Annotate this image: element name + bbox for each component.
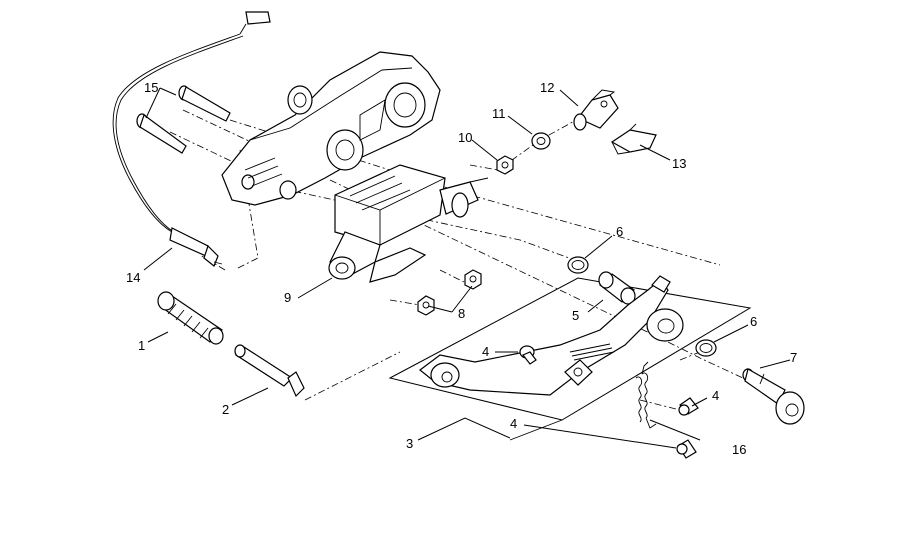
- callout-14: 14: [126, 270, 140, 285]
- callout-9: 9: [284, 290, 291, 305]
- callout-labels: 1 2 3 4 4 4 5 6 6 7 8 9 10 11 12 13 14 1…: [126, 80, 797, 457]
- nut-10: [496, 155, 514, 175]
- pivot-pin-7: [742, 368, 805, 425]
- master-cylinder: [328, 164, 489, 283]
- callout-6-lower: 6: [750, 314, 757, 329]
- nuts-8: [417, 269, 482, 316]
- return-spring-16: [635, 361, 657, 429]
- screw-4-bottom: [676, 439, 697, 459]
- screw-4-top: [519, 345, 537, 365]
- callout-7: 7: [790, 350, 797, 365]
- callout-5: 5: [572, 308, 579, 323]
- callout-8: 8: [458, 306, 465, 321]
- callout-4-right: 4: [712, 388, 719, 403]
- callout-4-top: 4: [482, 344, 489, 359]
- o-ring-6-lower: [695, 339, 717, 357]
- clevis-fork-12: [573, 89, 619, 131]
- footpeg-pin-2: [234, 344, 305, 398]
- footrest-bracket: [221, 51, 441, 206]
- footpeg-rubber-1: [157, 291, 224, 345]
- callout-10: 10: [458, 130, 472, 145]
- callout-13: 13: [672, 156, 686, 171]
- callout-4-bottom: 4: [510, 416, 517, 431]
- callout-15: 15: [144, 80, 158, 95]
- mounting-bolts: [136, 85, 231, 154]
- callout-12: 12: [540, 80, 554, 95]
- clip-13: [610, 123, 657, 155]
- callout-16: 16: [732, 442, 746, 457]
- callout-11: 11: [492, 106, 506, 121]
- callout-3: 3: [406, 436, 413, 451]
- o-ring-6-upper: [567, 256, 589, 274]
- brake-pedal-3: [419, 275, 684, 396]
- callout-6-upper: 6: [616, 224, 623, 239]
- bushing-5: [598, 271, 636, 305]
- washer-11: [531, 132, 551, 150]
- callout-1: 1: [138, 338, 145, 353]
- callout-2: 2: [222, 402, 229, 417]
- brake-switch-cable: [112, 11, 271, 267]
- screw-4-right: [678, 397, 699, 416]
- leader-lines: [143, 87, 791, 449]
- pedal-group-outline: [388, 277, 752, 441]
